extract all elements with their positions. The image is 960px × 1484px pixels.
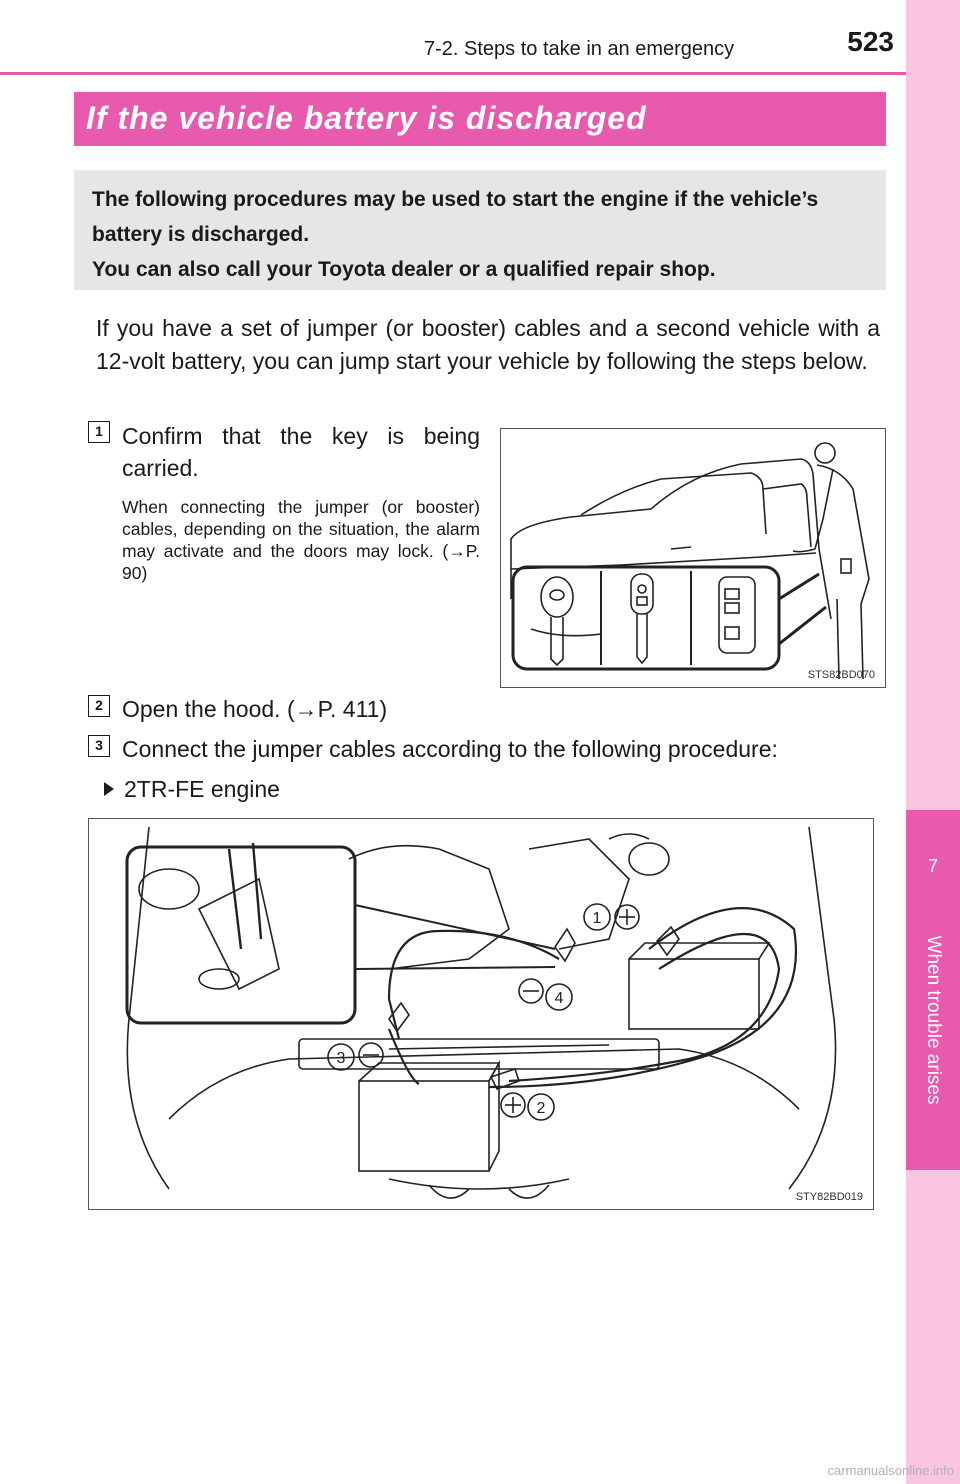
chapter-title: When trouble arises (923, 935, 944, 1105)
figure-engine-bay-illustration: 1 2 3 4 (125, 826, 837, 1199)
watermark: carmanualsonline.info (827, 1463, 954, 1478)
engine-bullet-text: 2TR-FE engine (124, 776, 280, 802)
step-1-note: When connecting the jumper (or booster) … (122, 497, 480, 583)
step-1-marker: 1 (88, 421, 110, 443)
title-banner: If the vehicle battery is discharged (74, 92, 886, 146)
side-tab-active-chapter[interactable] (906, 810, 960, 1170)
figure-keys: STS82BD070 (500, 428, 886, 688)
figure-engine-bay-code: STY82BD019 (795, 1191, 863, 1203)
step-2-marker: 2 (88, 695, 110, 717)
step-1-text: Confirm that the key is being carried. (122, 423, 480, 481)
page-title: If the vehicle battery is discharged (86, 100, 647, 136)
header-divider (0, 72, 906, 75)
intro-line-1: The following procedures may be used to … (92, 188, 819, 246)
engine-bullet: 2TR-FE engine (104, 773, 280, 805)
step-2-text: Open the hood. (→P. 411) (122, 696, 388, 722)
marker-label-2: 2 (537, 1100, 546, 1117)
side-tab (906, 0, 960, 1484)
page-number: 523 (847, 26, 894, 57)
marker-label-3: 3 (337, 1050, 346, 1067)
triangle-bullet-icon (104, 782, 114, 796)
figure-keys-illustration (510, 442, 870, 680)
marker-label-1: 1 (593, 910, 602, 927)
figure-engine-bay: 1 2 3 4 STY82BD019 (88, 818, 874, 1210)
step-3-marker: 3 (88, 735, 110, 757)
marker-label-4: 4 (555, 990, 564, 1007)
section-title: 7-2. Steps to take in an emergency (424, 38, 735, 60)
figure-keys-code: STS82BD070 (807, 669, 875, 681)
body-paragraph: If you have a set of jumper (or booster)… (96, 315, 880, 374)
chapter-number: 7 (927, 856, 938, 876)
intro-box: The following procedures may be used to … (74, 170, 886, 290)
intro-line-2: You can also call your Toyota dealer or … (92, 258, 716, 281)
step-3-text: Connect the jumper cables according to t… (122, 736, 778, 762)
